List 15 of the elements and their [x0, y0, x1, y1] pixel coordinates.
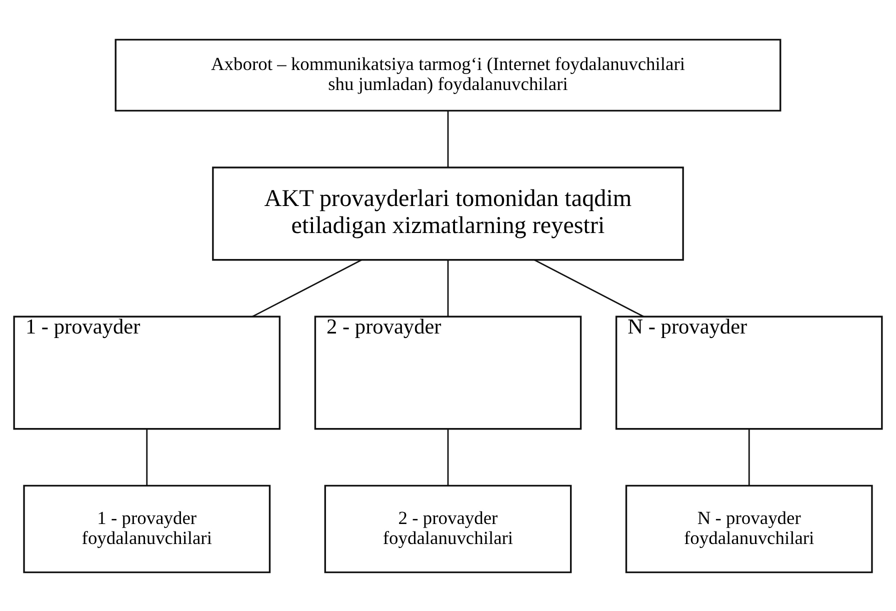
connector — [146, 428, 148, 486]
connector — [447, 259, 449, 316]
node-box: 1 - provayder — [13, 315, 281, 430]
connector — [447, 428, 449, 486]
connector — [534, 258, 644, 317]
node-box: AKT provayderlari tomonidan taqdim etiladigan xizmatlarning reyestri — [212, 166, 684, 260]
connector — [447, 110, 449, 167]
node-box: 2 - provayder — [314, 315, 582, 430]
node-box: 1 - provayder foydalanuvchilari — [23, 484, 271, 573]
node-box: N - provayder — [615, 315, 883, 430]
node-box: Axborot – kommunikatsiya tarmog‘i (Internet foydalanuvchilari shu jumladan) foydalanuvchilari — [114, 38, 782, 112]
connector — [748, 428, 750, 486]
connector — [252, 258, 362, 317]
node-box: N - provayder foydalanuvchilari — [625, 484, 873, 573]
node-box: 2 - provayder foydalanuvchilari — [324, 484, 572, 573]
